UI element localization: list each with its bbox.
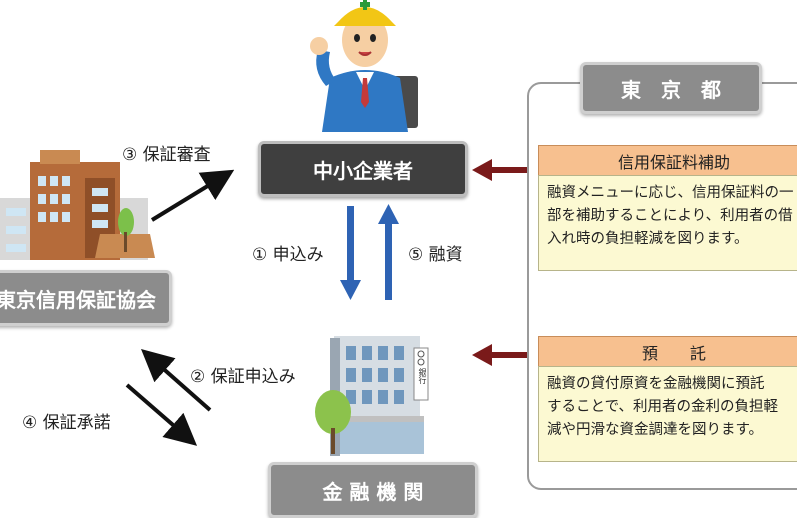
step-5-label: ⑤ 融資 [408, 245, 463, 265]
tokyo-label-box: 東 京 都 [580, 62, 762, 114]
arrow-application [340, 206, 361, 300]
step-4-label: ④ 保証承諾 [22, 413, 111, 433]
step-3-label: ③ 保証審査 [122, 145, 211, 165]
card-title-text: 預 託 [641, 344, 706, 363]
card-guarantee-fee-subsidy-title: 信用保証料補助 [538, 145, 797, 177]
sme-label: 中小企業者 [313, 158, 413, 183]
card-guarantee-fee-subsidy-body: 融資メニューに応じ、信用保証料の一 部を補助することにより、利用者の借 入れ時の… [538, 175, 797, 271]
bank-building-illustration [315, 336, 429, 456]
sme-box: 中小企業者 [258, 141, 468, 197]
arrow-guarantee-review [150, 169, 235, 222]
tokyo-label: 東 京 都 [621, 77, 721, 102]
association-label: 東京信用保証協会 [0, 287, 156, 312]
card-deposit-title: 預 託 [538, 336, 797, 368]
card-title-text: 信用保証料補助 [617, 153, 730, 172]
arrow-tokyo-to-sme [472, 159, 538, 181]
arrow-guarantee-approval [125, 383, 198, 446]
bank-label: 金 融 機 関 [322, 479, 424, 504]
card-deposit-body: 融資の貸付原資を金融機関に預託 することで、利用者の金利の負担軽 減や円滑な資金… [538, 366, 797, 462]
worker-illustration [310, 0, 418, 132]
arrow-tokyo-to-bank [472, 344, 538, 366]
association-building-illustration [0, 150, 155, 260]
bank-box: 金 融 機 関 [268, 462, 478, 518]
bank-sign: 銀行 [418, 368, 427, 384]
arrow-guarantee-application [141, 349, 212, 412]
step-2-label: ② 保証申込み [190, 367, 296, 387]
step-1-label: ① 申込み [252, 245, 324, 265]
association-box: 東京信用保証協会 [0, 270, 172, 326]
arrow-financing [378, 204, 399, 300]
